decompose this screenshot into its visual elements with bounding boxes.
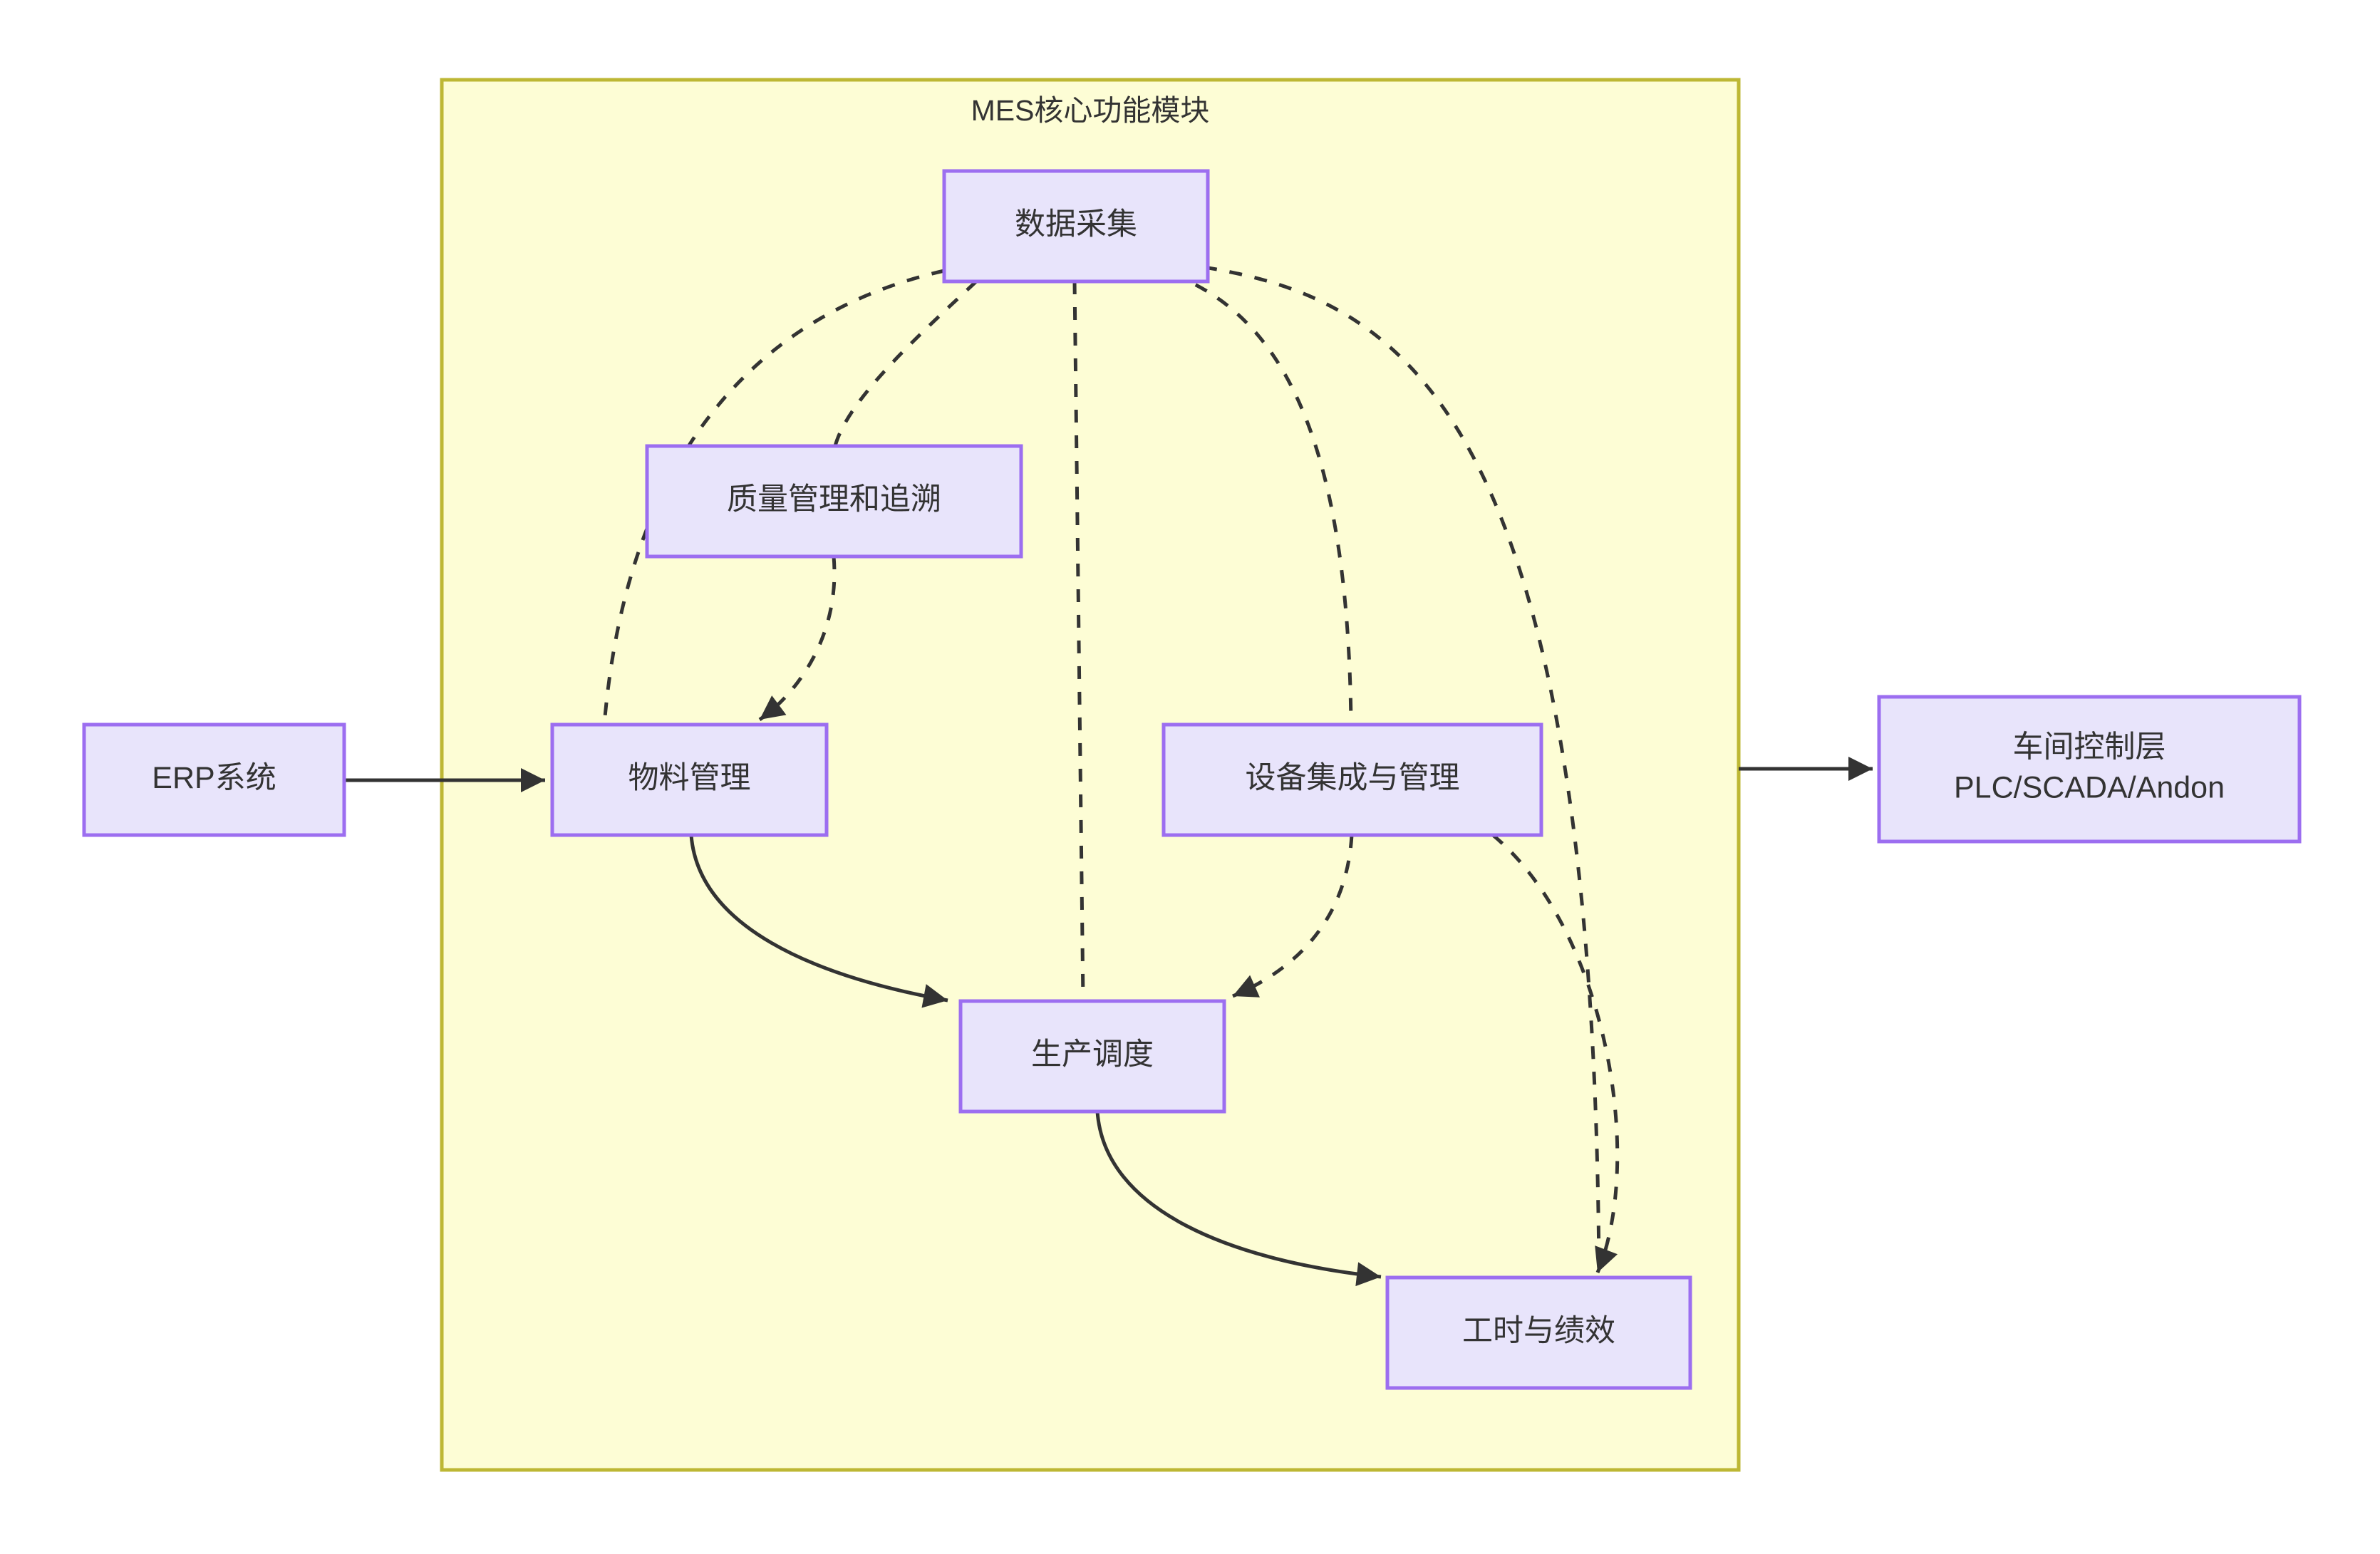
edges-layer — [344, 265, 1873, 1287]
node-rect-production-scheduling[interactable] — [958, 999, 1226, 1114]
edge-material-to-scheduling — [689, 834, 948, 1008]
node-shop-floor-control[interactable]: 车间控制层 PLC/SCADA/Andon — [1877, 695, 2302, 844]
edge-scheduling-to-labor — [1095, 1111, 1382, 1287]
node-rect-shop-floor-control[interactable] — [1877, 695, 2302, 844]
node-rect-erp[interactable] — [82, 722, 346, 837]
cluster-mes-core-label: MES核心功能模块 — [971, 94, 1210, 127]
node-label-shop-floor-control: PLC/SCADA/Andon — [1954, 770, 2225, 804]
node-equipment-integration[interactable]: 设备集成与管理 — [1161, 722, 1543, 837]
node-erp[interactable]: ERP系统 — [82, 722, 346, 837]
arrow-head-quality-to-material — [760, 695, 787, 720]
edge-data-to-equipment — [1171, 272, 1353, 725]
node-label-material-management: 物料管理 — [628, 761, 751, 795]
node-rect-quality-management[interactable] — [645, 444, 1023, 559]
edge-quality-to-material — [758, 556, 837, 722]
arrow-head-material-to-scheduling — [921, 984, 948, 1008]
edge-path-material-to-scheduling — [689, 834, 948, 1003]
edge-path-data-to-labor — [1204, 265, 1601, 1278]
arrow-head-erp-to-material — [521, 768, 545, 792]
edge-data-to-material — [602, 269, 945, 725]
edge-path-data-to-scheduling — [1072, 281, 1085, 1002]
node-label-data-collection: 数据采集 — [1015, 207, 1137, 242]
node-rect-material-management[interactable] — [550, 722, 829, 837]
edge-mes-to-shopfloor — [1739, 757, 1873, 781]
edge-path-equipment-to-scheduling — [1232, 834, 1354, 998]
edge-path-quality-to-material — [758, 556, 837, 722]
edge-path-data-to-material — [602, 269, 945, 725]
arrow-head-mes-to-shopfloor — [1848, 757, 1873, 781]
edge-equipment-to-labor — [1491, 834, 1620, 1273]
node-labor-performance[interactable]: 工时与绩效 — [1385, 1275, 1692, 1390]
node-label-erp: ERP系统 — [152, 761, 276, 795]
edge-data-to-labor — [1204, 265, 1601, 1278]
edge-equipment-to-scheduling — [1232, 834, 1354, 998]
node-label-quality-management: 质量管理和追溯 — [727, 482, 941, 517]
arrow-head-equipment-to-scheduling — [1233, 975, 1260, 998]
node-label-labor-performance: 工时与绩效 — [1462, 1314, 1615, 1348]
node-label-production-scheduling: 生产调度 — [1031, 1037, 1154, 1072]
edge-path-equipment-to-labor — [1491, 834, 1620, 1273]
node-label-equipment-integration: 设备集成与管理 — [1246, 761, 1460, 795]
arrow-head-equipment-to-labor — [1595, 1245, 1618, 1273]
node-data-collection[interactable]: 数据采集 — [942, 169, 1210, 284]
node-rect-data-collection[interactable] — [942, 169, 1210, 284]
edge-path-data-to-quality — [833, 280, 978, 447]
edge-path-scheduling-to-labor — [1095, 1111, 1382, 1279]
node-quality-management[interactable]: 质量管理和追溯 — [645, 444, 1023, 559]
node-material-management[interactable]: 物料管理 — [550, 722, 829, 837]
edge-data-to-scheduling — [1072, 281, 1085, 1002]
node-rect-equipment-integration[interactable] — [1161, 722, 1543, 837]
node-rect-labor-performance[interactable] — [1385, 1275, 1692, 1390]
node-production-scheduling[interactable]: 生产调度 — [958, 999, 1226, 1114]
edge-data-to-quality — [833, 280, 978, 447]
arrow-head-scheduling-to-labor — [1355, 1262, 1381, 1287]
edge-erp-to-material — [344, 768, 545, 792]
edge-path-data-to-equipment — [1171, 272, 1353, 725]
node-label-shop-floor-control: 车间控制层 — [2013, 730, 2166, 764]
